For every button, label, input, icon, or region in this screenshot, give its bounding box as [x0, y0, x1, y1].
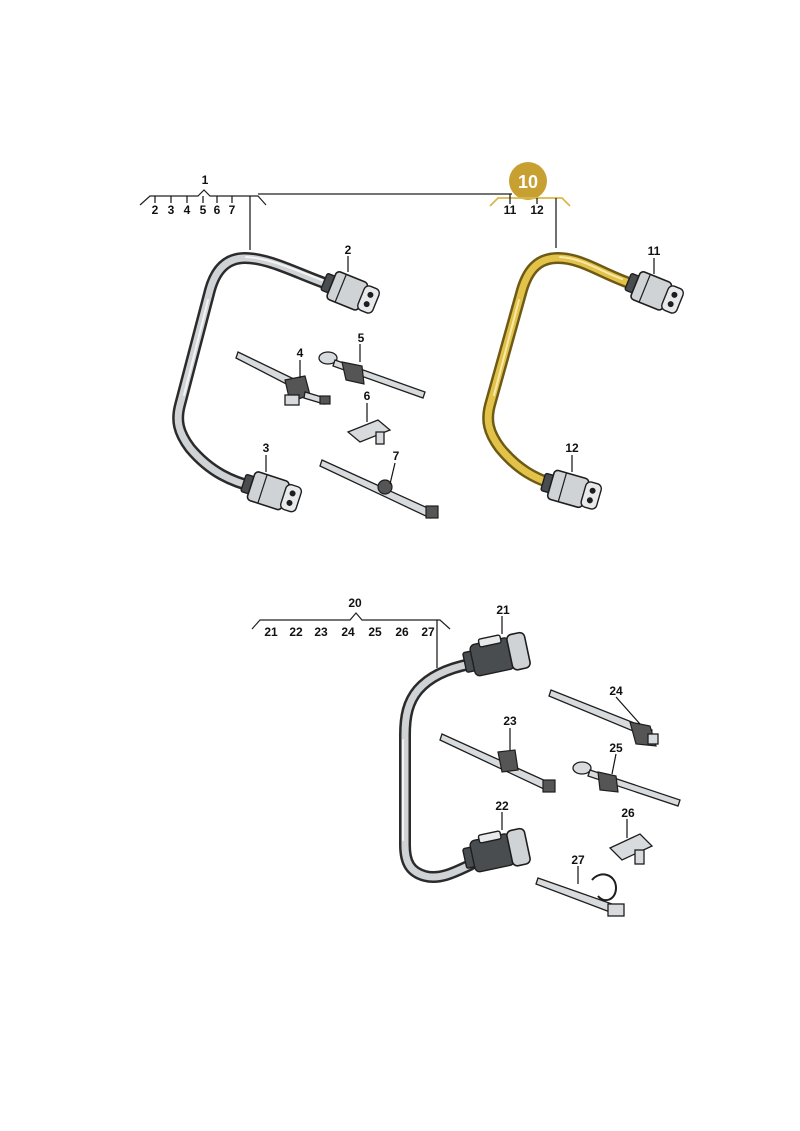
connector-part-11[interactable] — [622, 268, 685, 317]
cable-tie-part-5[interactable] — [318, 351, 426, 399]
group-20-brace — [251, 612, 451, 630]
group-1-label: 1 — [202, 173, 209, 187]
connector-part-12[interactable] — [539, 467, 603, 512]
callout-24-leader — [615, 696, 641, 725]
group-1-sublabel: 4 — [184, 203, 191, 217]
callout-4: 4 — [297, 346, 304, 360]
cable-tie-part-7[interactable] — [319, 459, 439, 519]
clip-part-27[interactable] — [535, 873, 625, 917]
group-20-sublabel: 24 — [341, 625, 355, 639]
group-20-sublabel: 26 — [395, 625, 409, 639]
group-20-sublabel: 21 — [264, 625, 278, 639]
group-10-badge[interactable] — [509, 162, 547, 200]
callout-22: 22 — [495, 799, 509, 813]
callout-6: 6 — [364, 389, 371, 403]
group-10-sublabel: 11 — [504, 203, 517, 217]
group-20-sublabel: 27 — [421, 625, 435, 639]
group-20-sublabel: 23 — [314, 625, 328, 639]
cable-tie-part-4[interactable] — [235, 351, 331, 406]
clip-part-26[interactable] — [608, 833, 654, 865]
callout-23: 23 — [503, 714, 517, 728]
callout-24: 24 — [609, 684, 623, 698]
cable-part-20[interactable] — [399, 658, 476, 883]
cable-part-10[interactable] — [482, 252, 638, 490]
group-20-sublabel: 25 — [368, 625, 382, 639]
callout-5: 5 — [358, 331, 365, 345]
group-1-sublabel: 7 — [229, 203, 236, 217]
group-1-sublabel: 6 — [214, 203, 221, 217]
group-1-sublabel: 3 — [168, 203, 175, 217]
group-1-sublabel: 2 — [152, 203, 159, 217]
callout-7-leader — [389, 462, 396, 485]
callout-26: 26 — [621, 806, 635, 820]
callout-11: 11 — [648, 244, 661, 258]
group-1[interactable]: 1 2 3 4 5 6 7 — [139, 173, 267, 250]
group-10-sublabel: 12 — [530, 203, 544, 217]
connector-part-3[interactable] — [239, 468, 303, 514]
callout-25: 25 — [609, 741, 623, 755]
callout-12: 12 — [565, 441, 579, 455]
group-20-sublabel: 22 — [289, 625, 303, 639]
group-1-sublabel: 5 — [200, 203, 207, 217]
connector-part-21[interactable] — [461, 630, 532, 680]
group-1-ticks — [154, 196, 233, 203]
cable-tie-part-23[interactable] — [439, 733, 556, 793]
callout-27: 27 — [571, 853, 585, 867]
callout-7: 7 — [393, 449, 400, 463]
connector-part-22[interactable] — [461, 826, 532, 876]
callout-3: 3 — [263, 441, 270, 455]
group-20[interactable]: 20 21 22 23 24 25 26 27 — [251, 596, 451, 668]
cable-part-1[interactable] — [172, 252, 336, 494]
group-10-brace — [489, 197, 571, 207]
group-20-label: 20 — [348, 596, 362, 610]
group-10[interactable]: 10 11 12 — [489, 162, 571, 248]
cable-tie-part-24[interactable] — [548, 689, 659, 747]
clip-part-6[interactable] — [346, 419, 392, 445]
cable-tie-part-25[interactable] — [572, 761, 681, 807]
connector-part-2[interactable] — [318, 268, 381, 317]
group-10-badge-label: 10 — [518, 172, 538, 192]
callout-21: 21 — [496, 603, 510, 617]
group-1-brace — [139, 189, 267, 206]
callout-2: 2 — [345, 243, 352, 257]
callout-25-leader — [611, 753, 617, 775]
